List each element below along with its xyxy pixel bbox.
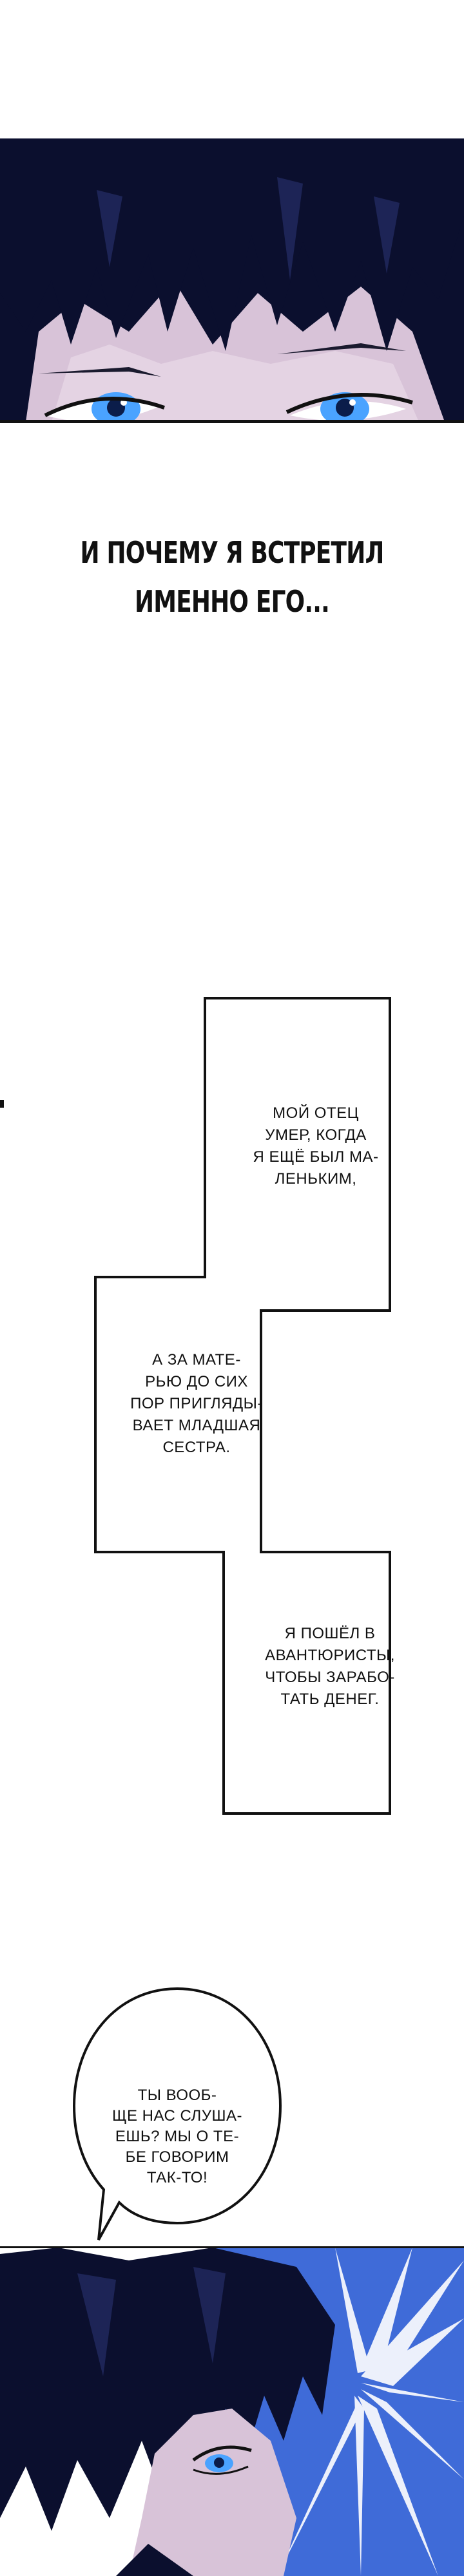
edge-mark [0, 1100, 4, 1108]
narration-text-2: А ЗА МАТЕ- РЬЮ ДО СИХ ПОР ПРИГЛЯДЫ- ВАЕТ… [130, 1351, 263, 1456]
eyes-closeup-panel [0, 138, 464, 422]
narration-text-1: МОЙ ОТЕЦ УМЕР, КОГДА Я ЕЩЁ БЫЛ МА- ЛЕНЬК… [253, 1104, 379, 1188]
eyes-closeup-illustration [0, 138, 464, 422]
speech-bubble [72, 1987, 282, 2240]
speech-bubble-text: ТЫ ВООБ- ЩЕ НАС СЛУША- ЕШЬ? МЫ О ТЕ- БЕ … [111, 2087, 242, 2186]
right-eye [285, 392, 413, 422]
caption-text: И ПОЧЕМУ Я ВСТРЕТИЛ ИМЕННО ЕГО... [51, 528, 413, 626]
panel-bottom-top-border [0, 2246, 464, 2248]
narration-text-3: Я ПОШЁЛ В АВАНТЮРИСТЫ, ЧТОБЫ ЗАРАБО- ТАТ… [265, 1625, 395, 1708]
caption-line-1: И ПОЧЕМУ Я ВСТРЕТИЛ [80, 535, 385, 570]
character-burst-panel [0, 2248, 464, 2576]
character-burst-illustration [0, 2248, 464, 2576]
caption-line-2: ИМЕННО ЕГО... [135, 584, 330, 619]
left-eye [44, 392, 165, 422]
narration-box-frame [94, 997, 391, 1815]
panel-1-bottom-border [0, 420, 464, 423]
